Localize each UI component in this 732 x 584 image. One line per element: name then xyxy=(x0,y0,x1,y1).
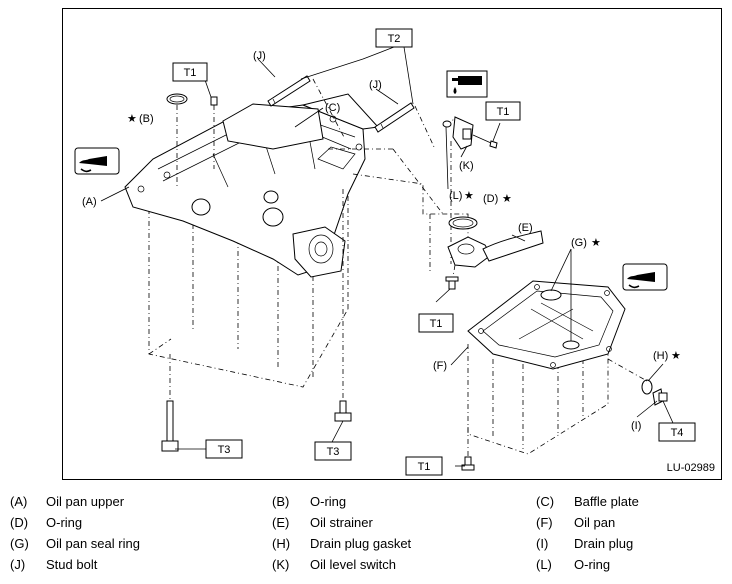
liquid-gasket-icon xyxy=(74,147,120,175)
star-mark: ★ xyxy=(591,237,601,249)
legend-key: (G) xyxy=(10,536,29,551)
oil-pan-drawing xyxy=(467,280,626,464)
legend-text: Oil pan upper xyxy=(46,494,125,509)
legend-row: (J) Stud bolt (K) Oil level switch (L) O… xyxy=(0,557,732,577)
legend-text: O-ring xyxy=(574,557,611,572)
callout-k: (K) xyxy=(459,160,474,172)
engine-oil-icon xyxy=(446,70,488,98)
torque-label-t3: T3 xyxy=(218,444,231,456)
legend-key: (C) xyxy=(536,494,555,509)
drain-plug-drawing xyxy=(607,358,668,406)
oil-level-switch-drawing xyxy=(447,116,498,150)
legend-text: Oil level switch xyxy=(310,557,396,572)
star-mark: ★ xyxy=(127,113,137,125)
legend-key: (I) xyxy=(536,536,549,551)
legend-text: Baffle plate xyxy=(574,494,639,509)
legend-text: Oil pan seal ring xyxy=(46,536,140,551)
torque-label-t1: T1 xyxy=(430,318,443,330)
diagram-canvas: T2 T1 T1 T1 T3 T3 T4 T1 (A) ★ (B) (C) (D… xyxy=(74,28,715,476)
figure-id: LU-02989 xyxy=(667,462,715,474)
parts-legend: (A) Oil pan upper (B) O-ring (C) Baffle … xyxy=(0,494,732,584)
callout-h: (H) xyxy=(653,350,668,362)
callout-d: (D) xyxy=(483,193,498,205)
legend-text: Drain plug gasket xyxy=(310,536,412,551)
star-mark: ★ xyxy=(464,190,474,202)
legend-row: (A) Oil pan upper (B) O-ring (C) Baffle … xyxy=(0,494,732,514)
torque-label-t4: T4 xyxy=(671,427,684,439)
callout-j: (J) xyxy=(253,50,266,62)
torque-label-t1: T1 xyxy=(497,106,510,118)
callout-b: (B) xyxy=(139,113,154,125)
callout-i: (I) xyxy=(631,420,641,432)
legend-row: (G) Oil pan seal ring (H) Drain plug gas… xyxy=(0,536,732,556)
torque-label-t3: T3 xyxy=(327,446,340,458)
callout-a: (A) xyxy=(82,196,97,208)
legend-key: (K) xyxy=(272,557,290,572)
star-mark: ★ xyxy=(671,350,681,362)
callout-e: (E) xyxy=(518,222,533,234)
legend-text: Oil strainer xyxy=(310,515,373,530)
exploded-diagram: T2 T1 T1 T1 T3 T3 T4 T1 (A) ★ (B) (C) (D… xyxy=(62,8,722,480)
baffle-plate-drawing xyxy=(222,103,324,150)
legend-key: (D) xyxy=(10,515,29,530)
o-ring-l-drawing xyxy=(442,120,452,128)
legend-key: (J) xyxy=(10,557,26,572)
legend-key: (B) xyxy=(272,494,290,509)
liquid-gasket-icon xyxy=(622,263,668,291)
torque-label-t2: T2 xyxy=(388,33,401,45)
legend-key: (E) xyxy=(272,515,290,530)
callout-j: (J) xyxy=(369,79,382,91)
legend-text: Stud bolt xyxy=(46,557,98,572)
callout-c: (C) xyxy=(325,102,340,114)
legend-key: (F) xyxy=(536,515,553,530)
leader-lines xyxy=(100,46,674,467)
torque-label-t1: T1 xyxy=(184,67,197,79)
legend-text: O-ring xyxy=(46,515,83,530)
legend-key: (L) xyxy=(536,557,552,572)
callout-g: (G) xyxy=(571,237,587,249)
stud-bolt-drawing xyxy=(267,75,436,150)
legend-text: Drain plug xyxy=(574,536,634,551)
legend-text: Oil pan xyxy=(574,515,616,530)
legend-key: (H) xyxy=(272,536,291,551)
star-mark: ★ xyxy=(502,193,512,205)
long-bolt-drawing xyxy=(161,189,352,452)
callout-f: (F) xyxy=(433,360,447,372)
oil-strainer-drawing xyxy=(447,230,544,278)
drain-plug-gasket-drawing xyxy=(641,379,653,395)
legend-row: (D) O-ring (E) Oil strainer (F) Oil pan xyxy=(0,515,732,535)
legend-text: O-ring xyxy=(310,494,347,509)
callout-l: (L) xyxy=(449,190,462,202)
legend-key: (A) xyxy=(10,494,28,509)
torque-label-t1: T1 xyxy=(418,461,431,473)
